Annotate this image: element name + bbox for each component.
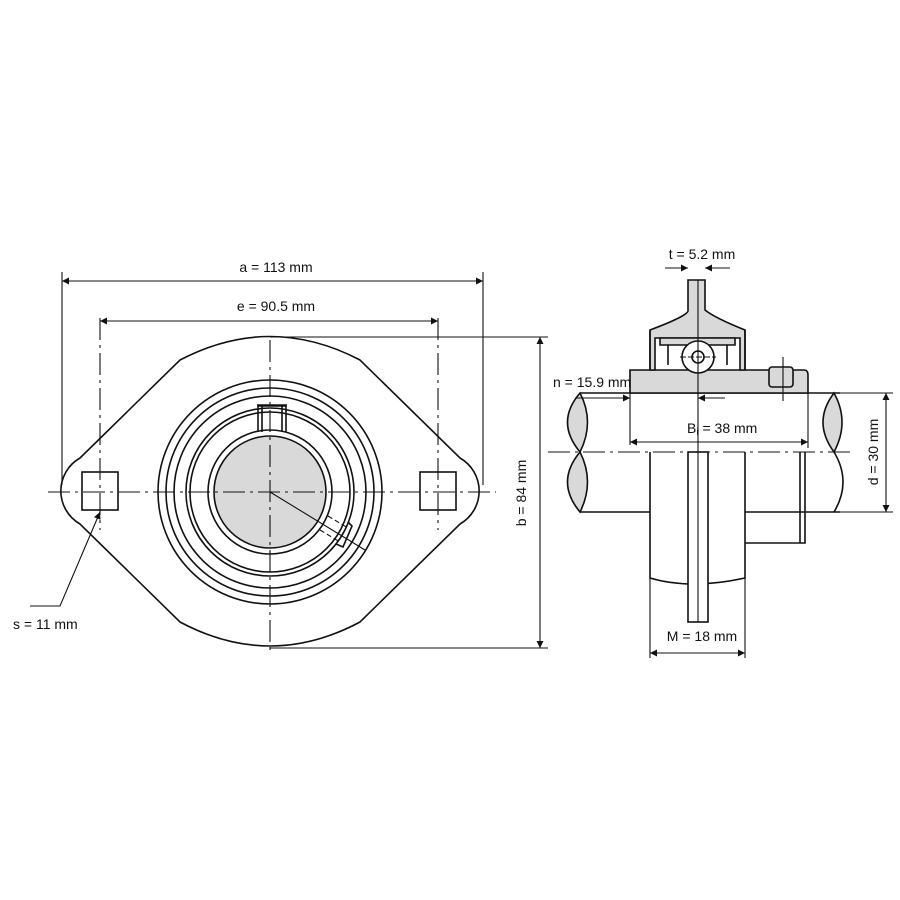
dim-s-label: s = 11 mm xyxy=(13,616,78,632)
dim-m-label: M = 18 mm xyxy=(667,628,737,644)
dim-bi-label: Bi = 38 mm xyxy=(687,420,757,438)
bi-prefix: B xyxy=(687,420,696,436)
set-screw-axis xyxy=(269,491,366,551)
dim-b-label: b = 84 mm xyxy=(513,460,529,527)
grease-fitting xyxy=(768,366,794,388)
side-view: t = 5.2 mm n = 15.9 mm Bi = 38 mm d = 30… xyxy=(548,246,893,658)
dim-d-label: d = 30 mm xyxy=(865,419,881,486)
front-view: a = 113 mm e = 90.5 mm b = 84 mm s = 11 … xyxy=(13,259,548,655)
dim-t-label: t = 5.2 mm xyxy=(669,246,736,262)
dim-n-label: n = 15.9 mm xyxy=(553,374,631,390)
lube-nipple-slot xyxy=(257,405,287,432)
dim-s-leader xyxy=(30,511,101,607)
set-screw xyxy=(319,515,349,543)
housing-lower xyxy=(649,452,806,585)
flange-outline xyxy=(60,335,480,647)
base-plate xyxy=(629,369,809,394)
dim-e-label: e = 90.5 mm xyxy=(237,298,315,314)
bi-value: = 38 mm xyxy=(699,420,758,436)
bi-subscript: i xyxy=(696,427,698,438)
dim-a-label: a = 113 mm xyxy=(239,259,312,275)
